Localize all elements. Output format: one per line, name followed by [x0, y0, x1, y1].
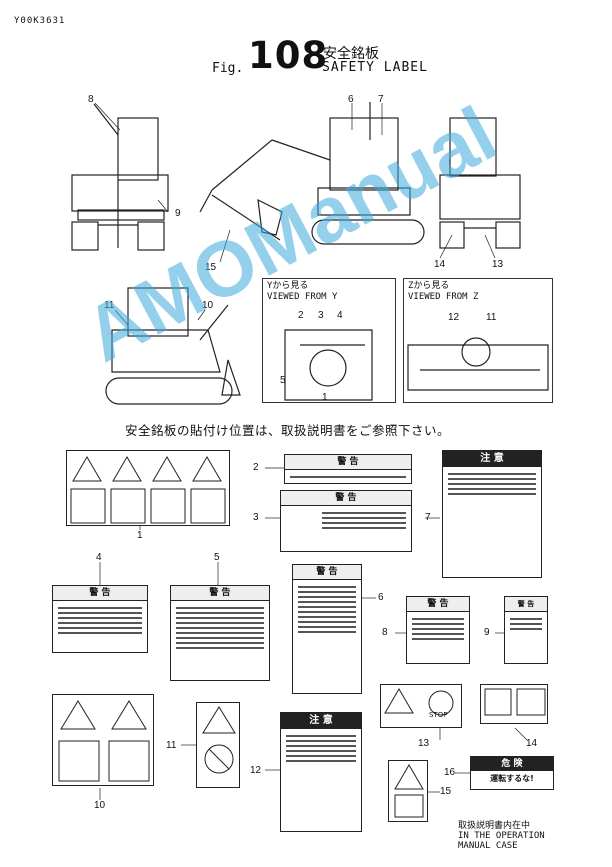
callout-7: 7 [378, 94, 384, 105]
label-3-header: 警 告 [281, 491, 411, 506]
view-y-drawing [284, 329, 373, 401]
document-code: Y00K3631 [14, 16, 66, 26]
callout-12-view: 12 [448, 312, 460, 323]
callout-9: 9 [175, 208, 181, 219]
label-8-header: 警 告 [407, 597, 469, 612]
label-4-header: 警 告 [53, 586, 147, 601]
isometric-view-drawing [105, 287, 241, 405]
label-16-subtext: 運転するな! [490, 774, 534, 783]
figure-number: 108 [248, 34, 329, 77]
callout-8: 8 [382, 627, 388, 638]
callout-15: 15 [440, 786, 452, 797]
label-14-pictograms [484, 688, 546, 716]
label-7-header: 注 意 [443, 451, 541, 467]
label-4: 警 告 [52, 585, 148, 653]
label-2: 警 告 [284, 454, 412, 484]
reference-note: 安全銘板の貼付け位置は、取扱説明書をご参照下さい。 [125, 423, 451, 438]
label-10-pictograms [58, 700, 150, 782]
callout-13: 13 [492, 259, 504, 270]
manual-case-jp: 取扱説明書内在中 [458, 821, 531, 831]
label-9: 警 告 [504, 596, 548, 664]
rear-view-drawing [439, 117, 521, 249]
callout-5-view: 5 [280, 375, 286, 386]
label-2-header: 警 告 [285, 455, 411, 470]
callout-7: 7 [425, 512, 431, 523]
label-11-pictograms [202, 706, 236, 774]
callout-5: 5 [214, 552, 220, 563]
label-6: 警 告 [292, 564, 362, 694]
label-1-pictograms [70, 456, 226, 524]
view-y-title-en: VIEWED FROM Y [267, 292, 338, 302]
title-english: SAFETY LABEL [322, 60, 428, 75]
label-10 [52, 694, 154, 786]
view-z-drawing [407, 337, 549, 391]
callout-10: 10 [94, 800, 106, 811]
manual-case-en-1: IN THE OPERATION [458, 831, 545, 841]
callout-6: 6 [378, 592, 384, 603]
label-5: 警 告 [170, 585, 270, 681]
front-view-drawing [71, 103, 169, 251]
label-13: STOP [380, 684, 462, 728]
manual-case-note: 取扱説明書内在中 IN THE OPERATION MANUAL CASE [458, 821, 545, 851]
figure-prefix: Fig. [212, 61, 244, 76]
label-11 [196, 702, 240, 788]
callout-8: 8 [88, 94, 94, 105]
label-7: 注 意 [442, 450, 542, 578]
callout-12: 12 [250, 765, 262, 776]
callout-15: 15 [205, 262, 217, 273]
label-1 [66, 450, 230, 526]
callout-10: 10 [202, 300, 214, 311]
label-5-header: 警 告 [171, 586, 269, 601]
callout-3: 3 [253, 512, 259, 523]
title-japanese: 安全銘板 [323, 46, 379, 62]
label-12-header: 注 意 [281, 713, 361, 729]
view-y-box: Yから見る VIEWED FROM Y [262, 278, 396, 403]
label-12: 注 意 [280, 712, 362, 832]
callout-4: 4 [96, 552, 102, 563]
callout-1: 1 [137, 530, 143, 541]
label-13-stop-text: STOP [429, 711, 448, 719]
view-z-box: Zから見る VIEWED FROM Z [403, 278, 553, 403]
callout-11: 11 [166, 740, 177, 751]
callout-6: 6 [348, 94, 354, 105]
label-13-pictograms [384, 688, 454, 716]
label-16-header: 危 険 [471, 757, 553, 771]
view-y-title-jp: Yから見る [267, 281, 309, 291]
label-8: 警 告 [406, 596, 470, 664]
label-6-header: 警 告 [293, 565, 361, 580]
view-z-title-en: VIEWED FROM Z [408, 292, 479, 302]
callout-9: 9 [484, 627, 490, 638]
label-3: 警 告 [280, 490, 412, 552]
label-14 [480, 684, 548, 724]
callout-2-view: 2 [298, 310, 304, 321]
label-9-header: 警 告 [505, 597, 547, 612]
callout-2: 2 [253, 462, 259, 473]
callout-14: 14 [434, 259, 446, 270]
callout-3-view: 3 [318, 310, 324, 321]
callout-1-view: 1 [322, 392, 328, 403]
label-15 [388, 760, 428, 822]
callout-13: 13 [418, 738, 430, 749]
view-z-title-jp: Zから見る [408, 281, 450, 291]
callout-11-view: 11 [486, 312, 497, 323]
label-16: 危 険 運転するな! [470, 756, 554, 790]
side-view-drawing [199, 102, 425, 245]
callout-4-view: 4 [337, 310, 343, 321]
callout-16: 16 [444, 767, 456, 778]
manual-case-en-2: MANUAL CASE [458, 841, 518, 851]
callout-11: 11 [104, 300, 115, 311]
label-15-pictograms [394, 764, 424, 818]
callout-14: 14 [526, 738, 538, 749]
